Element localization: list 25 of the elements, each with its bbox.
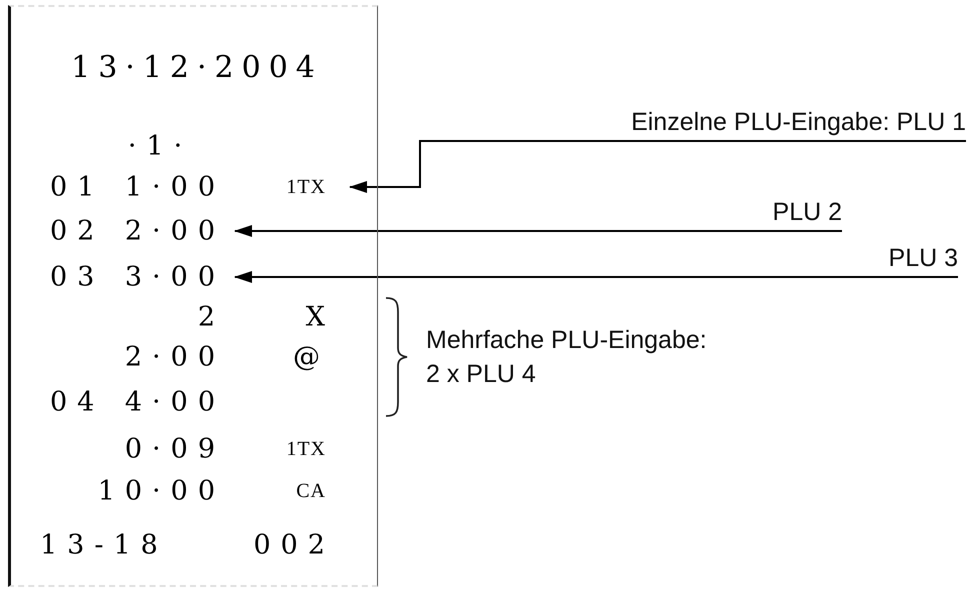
receipt-text: @ xyxy=(293,344,330,370)
callout-text: PLU 3 xyxy=(888,244,958,277)
callout-text: Einzelne PLU-Eingabe: PLU 1 xyxy=(631,108,966,141)
receipt-text: CA xyxy=(296,481,326,501)
receipt-text: X xyxy=(306,304,335,330)
receipt-text: 03 3·00 xyxy=(50,264,225,290)
receipt-text: 10·00 xyxy=(98,478,225,504)
arrow xyxy=(349,140,966,193)
receipt-text: 2 xyxy=(198,304,225,330)
receipt-text: 1TX xyxy=(286,439,326,459)
receipt-text: 0·09 xyxy=(124,436,225,462)
receipt-text: 13·12·2004 xyxy=(71,53,323,83)
receipt-text: 1TX xyxy=(286,177,326,197)
receipt-text: 02 2·00 xyxy=(50,218,225,244)
arrow xyxy=(234,225,843,237)
receipt-text: 002 xyxy=(253,532,335,558)
annotation-text: Mehrfache PLU-Eingabe: 2 x PLU 4 xyxy=(426,325,708,390)
receipt-text: ·1· xyxy=(128,132,192,160)
callout-text: PLU 2 xyxy=(772,198,842,231)
receipt-text: 13-18 xyxy=(40,532,168,558)
receipt-text: 2·00 xyxy=(124,344,225,370)
receipt-paper xyxy=(8,5,378,587)
arrow xyxy=(234,271,959,283)
receipt-text: 01 1·00 xyxy=(50,174,225,200)
receipt-text: 04 4·00 xyxy=(50,388,225,416)
